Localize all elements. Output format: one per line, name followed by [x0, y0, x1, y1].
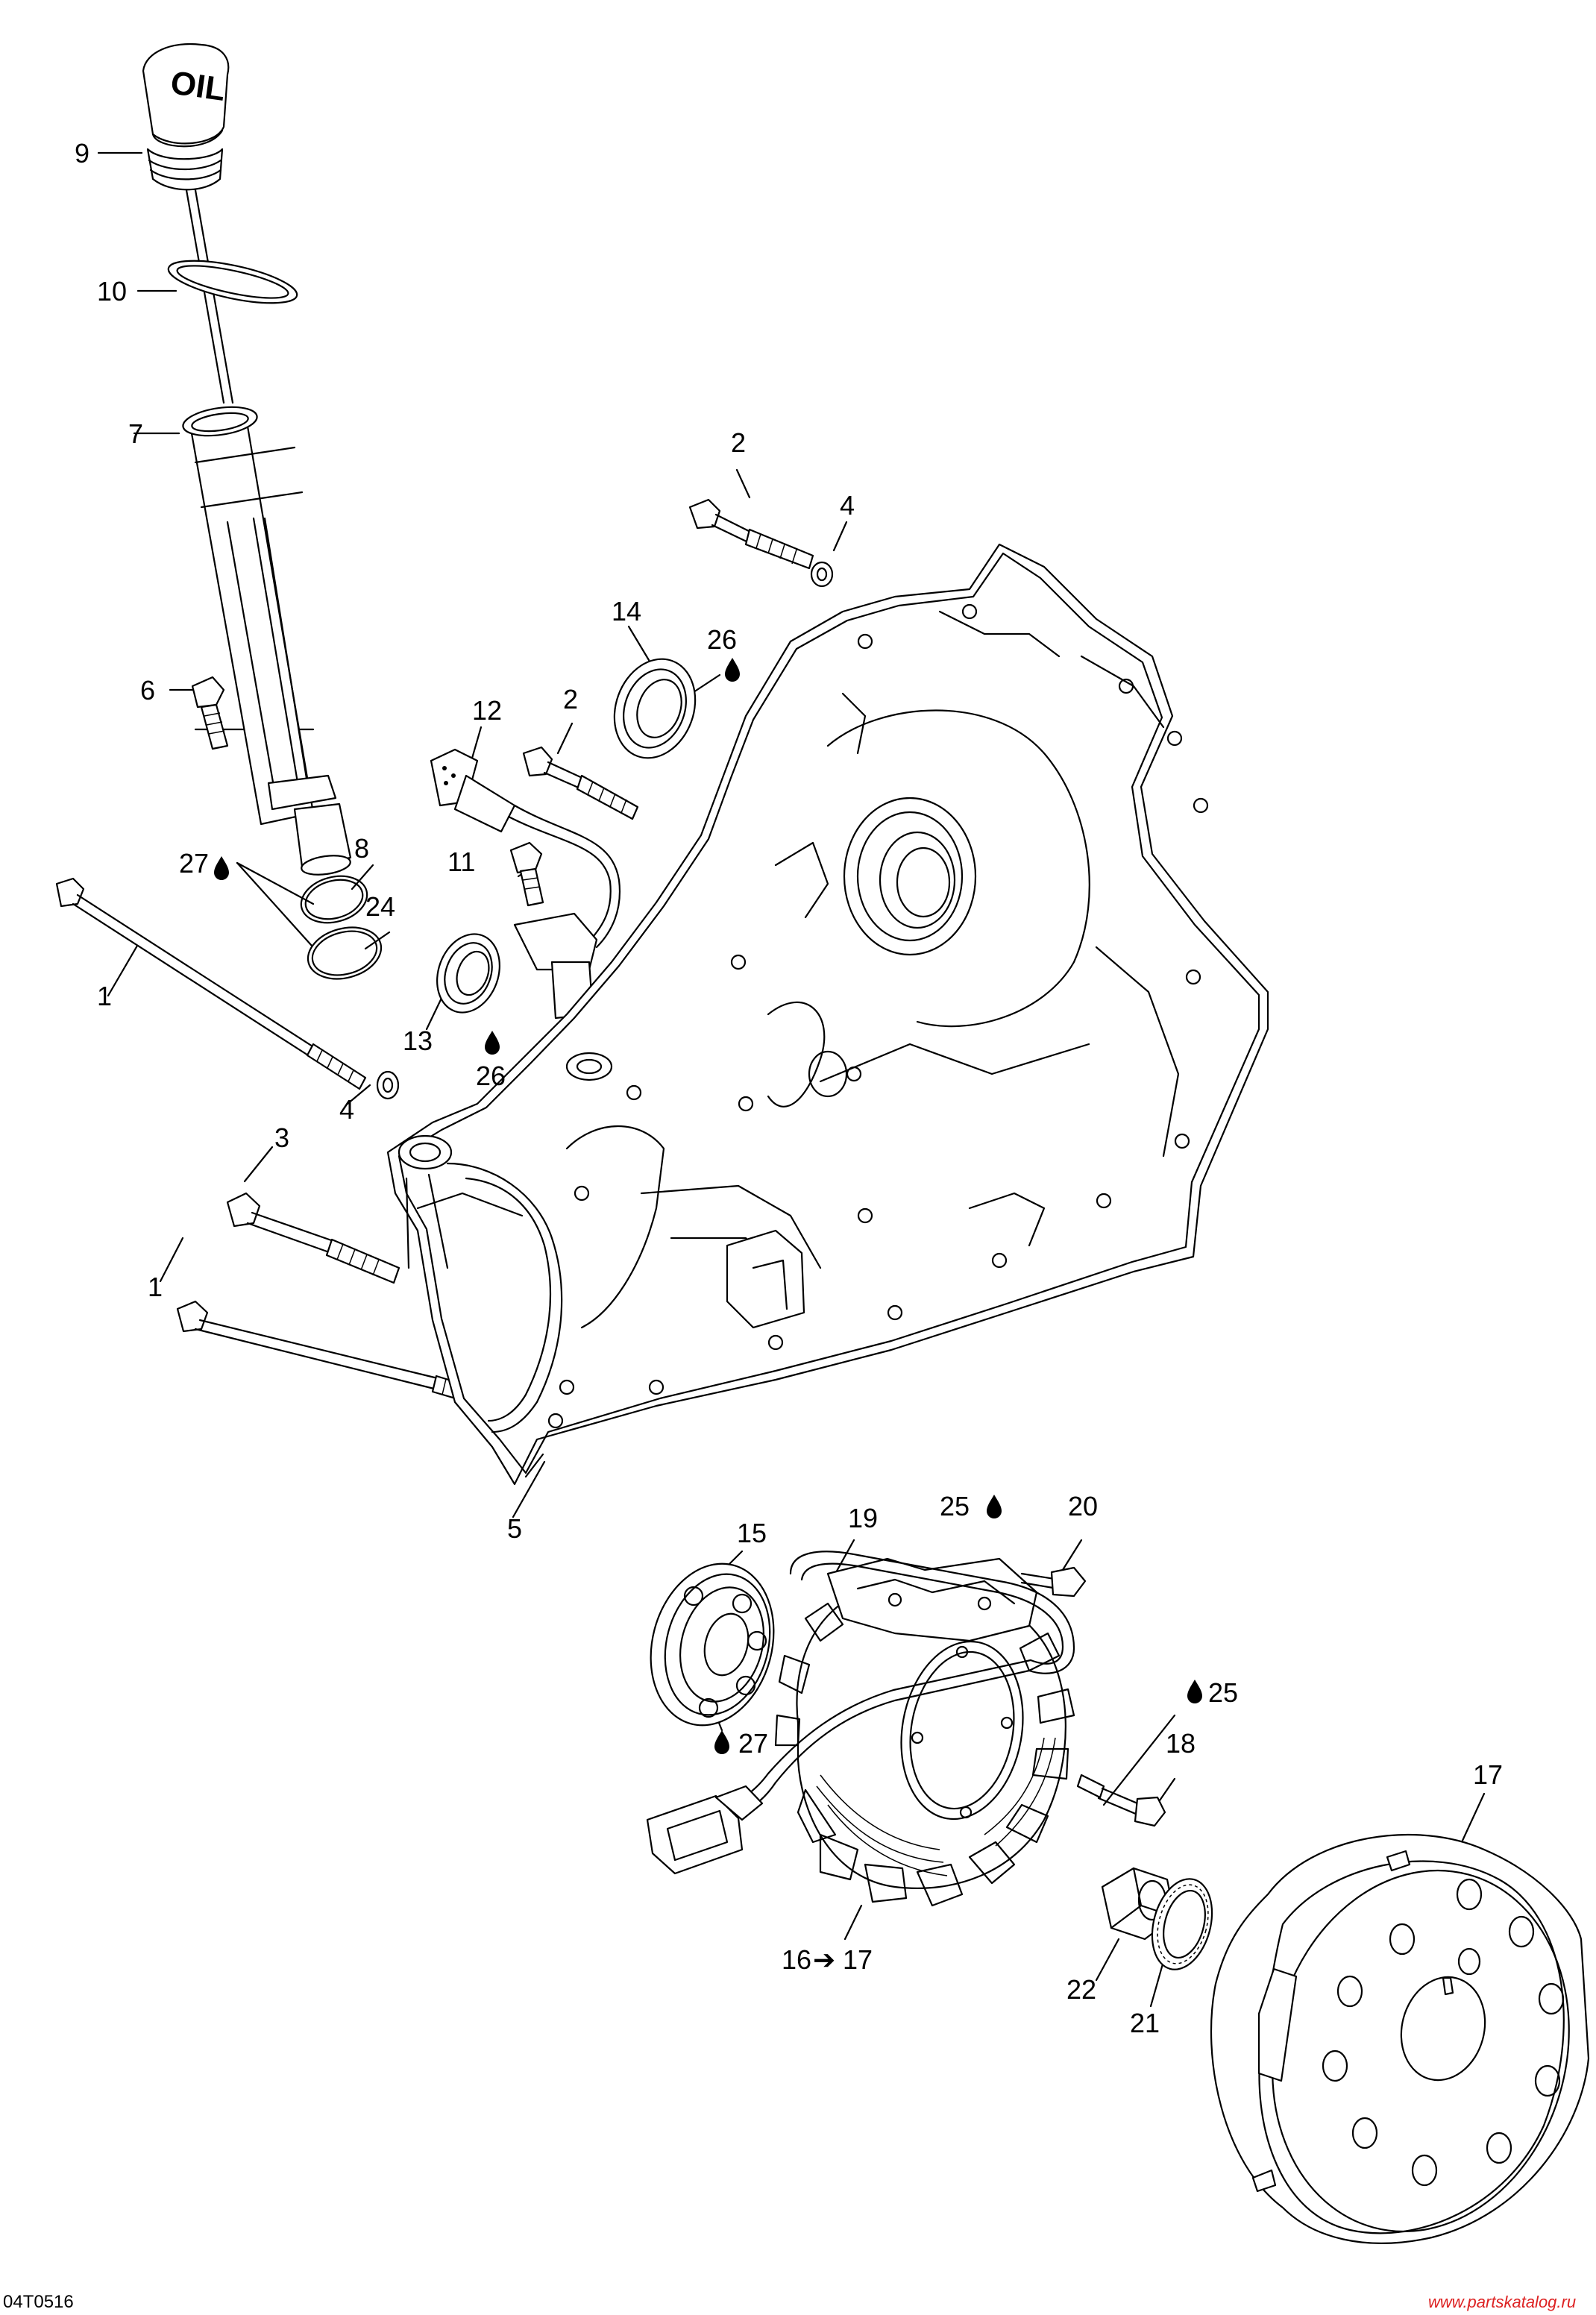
watermark: www.partskatalog.ru — [1428, 2293, 1576, 2311]
washer-4-lower — [376, 1070, 400, 1100]
callout-1: 1 — [148, 1272, 163, 1302]
cap-oil-text: OIL — [169, 64, 227, 108]
callout-27: 27 — [179, 848, 209, 879]
seal-14 — [613, 658, 697, 759]
callout-8: 8 — [354, 833, 369, 864]
callout-2: 2 — [563, 684, 578, 714]
o-ring-10 — [167, 260, 298, 304]
callout-13: 13 — [403, 1025, 433, 1056]
dipstick-tube — [182, 406, 352, 876]
callout-11: 11 — [447, 846, 475, 877]
oil-filler-cap: OIL — [142, 43, 230, 191]
callout-27: 27 — [738, 1728, 768, 1759]
screw-11 — [509, 841, 544, 907]
callout-6: 6 — [140, 675, 155, 706]
callout-2: 2 — [731, 427, 746, 458]
o-ring-8 — [300, 875, 368, 924]
oil-drop-icon — [214, 856, 229, 880]
screw-20 — [1020, 1566, 1087, 1598]
bolt-2-top — [688, 498, 814, 570]
callout-17: 17 — [843, 1944, 873, 1975]
callout-25: 25 — [940, 1491, 970, 1521]
screw-6 — [191, 676, 229, 750]
seal-13 — [436, 933, 500, 1014]
callout-18: 18 — [1166, 1728, 1196, 1759]
callout-20: 20 — [1068, 1491, 1098, 1521]
oil-drop-icon — [485, 1031, 500, 1055]
dipstick-assembly: OIL — [142, 43, 383, 980]
oil-drop-icon — [725, 658, 740, 682]
callout-4: 4 — [339, 1094, 354, 1125]
washer-21 — [1151, 1878, 1213, 1970]
callout-14: 14 — [612, 596, 641, 626]
callout-15: 15 — [737, 1518, 767, 1548]
callout-19: 19 — [848, 1503, 878, 1533]
sensor-12 — [430, 748, 621, 1020]
bolt-3 — [226, 1192, 400, 1284]
bolt-2-mid — [522, 746, 639, 820]
stator-16 — [774, 1557, 1075, 1907]
callout-1: 1 — [97, 981, 112, 1011]
callout-9: 9 — [75, 138, 89, 169]
callout-10: 10 — [97, 276, 127, 307]
callout-25: 25 — [1208, 1677, 1238, 1708]
o-ring-24 — [307, 926, 383, 980]
crankcase-cover-5 — [386, 543, 1269, 1486]
callout-24: 24 — [365, 891, 395, 922]
callouts: 9 10 7 6 27 8 24 1 2 4 14 26 12 2 11 13 … — [75, 138, 1503, 2038]
callout-arrow: ➔ — [813, 1944, 835, 1975]
bolt-1-upper — [55, 877, 367, 1090]
oil-drop-icon — [987, 1495, 1002, 1518]
callout-5: 5 — [507, 1513, 522, 1544]
callout-26: 26 — [476, 1061, 506, 1091]
callout-3: 3 — [274, 1122, 289, 1153]
oil-drop-icon — [1187, 1680, 1202, 1703]
callout-26: 26 — [707, 624, 737, 655]
washer-4-top — [810, 561, 834, 588]
harness-19 — [646, 1551, 1075, 1875]
callout-22: 22 — [1066, 1974, 1096, 2005]
bearing-15 — [650, 1562, 775, 1727]
screw-18 — [1076, 1774, 1166, 1827]
callout-21: 21 — [1130, 2008, 1160, 2038]
callout-16: 16 — [782, 1944, 811, 1975]
rotor-17 — [1210, 1833, 1590, 2244]
figure-code: 04T0516 — [3, 2292, 74, 2312]
callout-17: 17 — [1473, 1759, 1503, 1790]
callout-4: 4 — [840, 490, 855, 521]
callout-7: 7 — [128, 418, 143, 449]
oil-drop-icon — [714, 1730, 729, 1754]
callout-12: 12 — [472, 695, 502, 726]
